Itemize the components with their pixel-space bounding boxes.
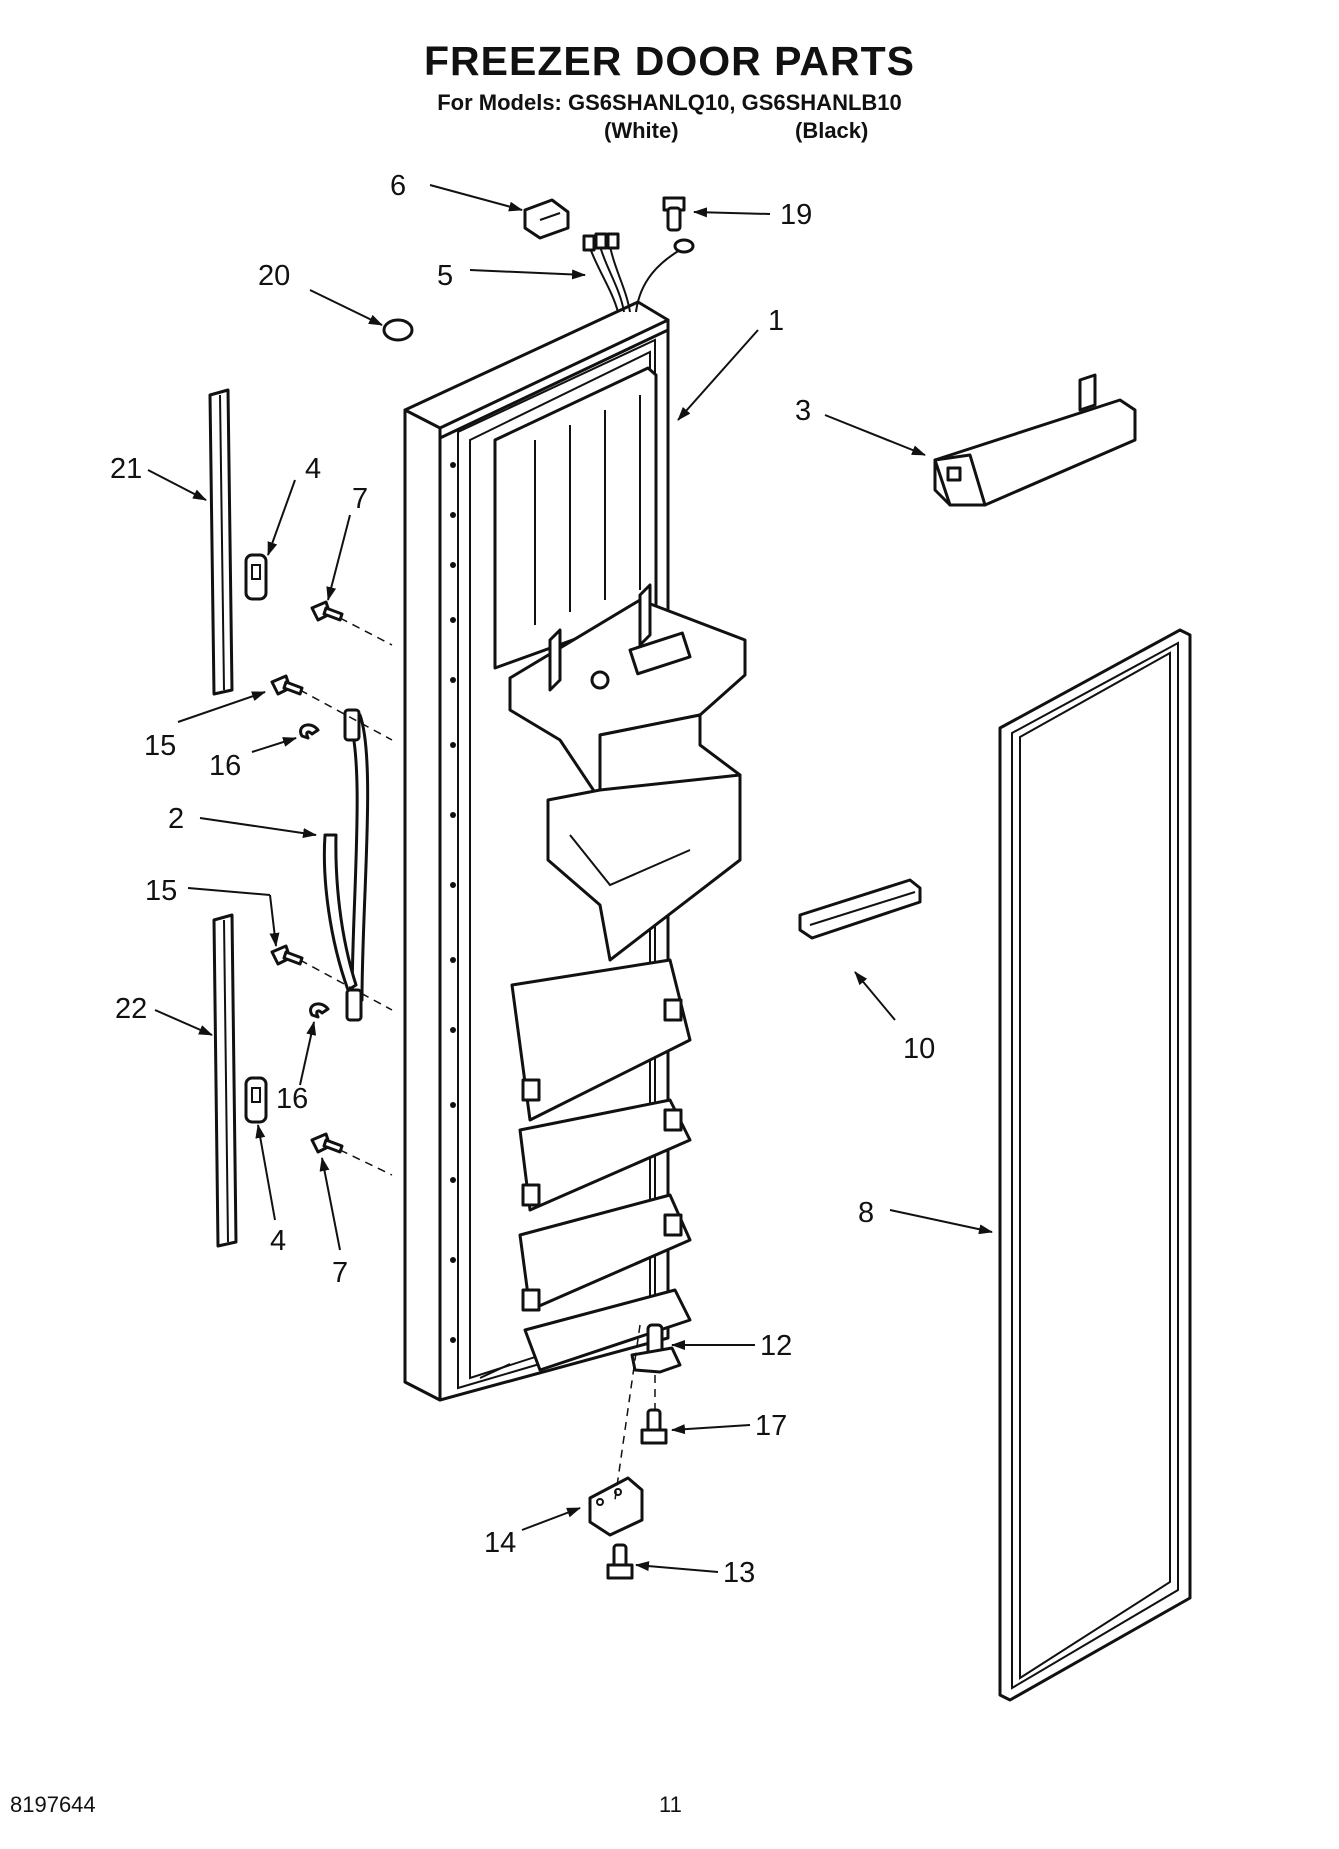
part-3-top-bracket bbox=[933, 373, 1137, 507]
callout-6: 6 bbox=[390, 170, 406, 202]
part-4-clip-upper bbox=[244, 553, 268, 601]
callout-5: 5 bbox=[437, 260, 453, 292]
callout-21: 21 bbox=[110, 453, 142, 485]
part-16-clip-upper bbox=[299, 723, 320, 740]
page-title: FREEZER DOOR PARTS bbox=[423, 38, 916, 84]
color-black-label: (Black) bbox=[795, 118, 869, 143]
color-white-label: (White) bbox=[604, 118, 679, 143]
leader-lines bbox=[147, 184, 993, 1573]
callout-2: 2 bbox=[168, 803, 184, 835]
callout-10: 10 bbox=[903, 1033, 935, 1065]
callout-19: 19 bbox=[780, 199, 812, 231]
part-2-handle bbox=[322, 708, 370, 1022]
part-20-plug bbox=[382, 318, 414, 342]
callout-20: 20 bbox=[258, 260, 290, 292]
part-7-screw-upper bbox=[310, 600, 344, 622]
part-1-door-body bbox=[403, 300, 747, 1402]
callout-4-upper: 4 bbox=[305, 453, 321, 485]
callout-4-lower: 4 bbox=[270, 1225, 286, 1257]
part-17-screw bbox=[640, 1408, 668, 1445]
callout-1: 1 bbox=[768, 305, 784, 337]
part-21-trim-upper bbox=[208, 388, 234, 696]
part-19-screw bbox=[662, 196, 686, 232]
callout-15-upper: 15 bbox=[144, 730, 176, 762]
part-5-wire-harness bbox=[582, 232, 695, 313]
callout-14: 14 bbox=[484, 1527, 516, 1559]
callout-16-upper: 16 bbox=[209, 750, 241, 782]
callout-17: 17 bbox=[755, 1410, 787, 1442]
door-screw-holes bbox=[450, 462, 456, 1343]
part-16-clip-lower bbox=[309, 1002, 330, 1019]
callout-8: 8 bbox=[858, 1197, 874, 1229]
callout-7-lower: 7 bbox=[332, 1257, 348, 1289]
callout-3: 3 bbox=[795, 395, 811, 427]
callout-15-lower: 15 bbox=[145, 875, 177, 907]
doc-number: 8197644 bbox=[10, 1792, 96, 1817]
part-15-screw-lower bbox=[270, 944, 304, 966]
part-15-screw-upper bbox=[270, 674, 304, 696]
part-8-door-gasket bbox=[998, 628, 1192, 1702]
alignment-lines bbox=[299, 617, 656, 1501]
callout-13: 13 bbox=[723, 1557, 755, 1589]
part-4-clip-lower bbox=[244, 1076, 268, 1124]
part-6-connector bbox=[523, 198, 570, 240]
part-10-filler-strip bbox=[798, 878, 922, 940]
models-line: For Models: GS6SHANLQ10, GS6SHANLB10 bbox=[437, 90, 902, 115]
page-number: 11 bbox=[659, 1792, 682, 1817]
callout-labels: 1 2 3 4 4 5 6 7 7 8 10 12 13 14 15 15 16… bbox=[110, 170, 935, 1589]
callout-12: 12 bbox=[760, 1330, 792, 1362]
part-13-screw bbox=[606, 1543, 634, 1580]
callout-22: 22 bbox=[115, 993, 147, 1025]
part-22-trim-lower bbox=[212, 913, 238, 1248]
part-14-hinge-plate bbox=[588, 1476, 644, 1537]
part-7-screw-lower bbox=[310, 1132, 344, 1154]
callout-7-upper: 7 bbox=[352, 483, 368, 515]
callout-16-lower: 16 bbox=[276, 1083, 308, 1115]
door-shelves bbox=[510, 958, 692, 1372]
